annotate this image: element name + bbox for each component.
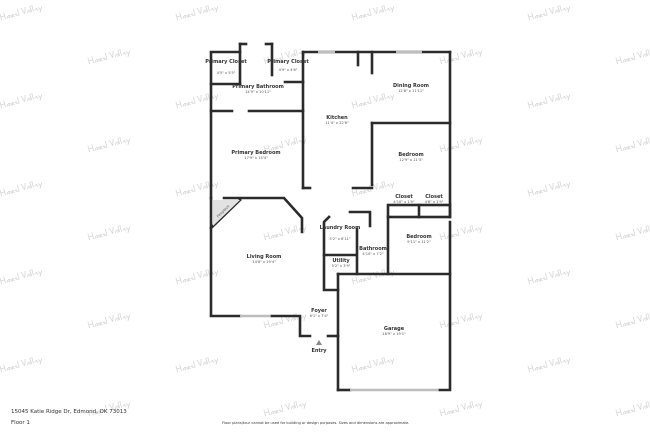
watermark-logo xyxy=(351,357,395,373)
room-name: Dining Room xyxy=(393,83,429,89)
watermark-logo xyxy=(527,181,571,197)
room-name: Primary Closet xyxy=(205,59,247,65)
room-name: Foyer xyxy=(311,308,327,314)
watermark-logo xyxy=(615,137,650,153)
room-dims: 9'11" x 11'2" xyxy=(407,240,431,244)
watermark-logo xyxy=(527,269,571,285)
room-dims: 4'10" x 1'9" xyxy=(393,200,414,204)
room-name: Primary Bedroom xyxy=(231,150,280,156)
watermark-logo xyxy=(351,5,395,21)
room-name: Kitchen xyxy=(326,115,348,121)
watermark-logo xyxy=(0,181,43,197)
watermark-logo xyxy=(175,269,219,285)
watermark-logo xyxy=(0,357,43,373)
room-labels: Primary Closet 4'5" x 5'5" Primary Close… xyxy=(205,59,444,354)
watermark-logo xyxy=(439,225,483,241)
room-name: Laundry Room xyxy=(320,225,361,231)
watermark-logo xyxy=(615,49,650,65)
room-dims: 4'5" x 5'5" xyxy=(217,71,236,75)
watermark-logo xyxy=(175,181,219,197)
room-name: Entry xyxy=(311,348,327,354)
room-name: Bedroom xyxy=(406,234,431,240)
room-dims: 12'9" x 11'3" xyxy=(399,158,423,162)
watermark-logo xyxy=(175,5,219,21)
room-dims: 18'9" x 19'1" xyxy=(382,332,406,336)
watermark-logo xyxy=(527,5,571,21)
room-dims: 6'1" x 7'4" xyxy=(310,314,329,318)
watermark-logo xyxy=(87,401,131,417)
watermark-logo xyxy=(0,5,43,21)
room-name: Garage xyxy=(384,326,405,332)
watermark-logo xyxy=(615,313,650,329)
room-name: Living Room xyxy=(247,254,282,260)
watermark-logo xyxy=(175,357,219,373)
room-dims: 5'2" x 3'9" xyxy=(332,264,351,268)
watermark-logo xyxy=(527,357,571,373)
room-name: Utility xyxy=(332,258,350,264)
room-name: Primary Closet xyxy=(267,59,309,65)
room-dims: 14'8" x 19'4" xyxy=(252,260,276,264)
room-name: Bathroom xyxy=(359,246,387,252)
address: 15045 Katie Ridge Dr, Edmond, OK 73013 xyxy=(11,409,127,415)
watermark-logo xyxy=(439,137,483,153)
watermark-logo xyxy=(0,269,43,285)
fireplace-area xyxy=(213,200,240,226)
entry-arrow-icon xyxy=(316,340,322,345)
watermark-logo xyxy=(0,93,43,109)
watermark-logo xyxy=(87,137,131,153)
room-dims: 12'8" x 11'11" xyxy=(398,89,424,93)
watermark-logo xyxy=(87,49,131,65)
watermark-logo xyxy=(615,401,650,417)
watermark-logo xyxy=(439,313,483,329)
watermark-logo xyxy=(263,401,307,417)
watermark-logo xyxy=(175,93,219,109)
room-name: Bedroom xyxy=(398,152,423,158)
room-dims: 17'9" x 15'4" xyxy=(244,156,268,160)
walls xyxy=(209,42,452,392)
watermark-logo xyxy=(439,49,483,65)
watermark-logo xyxy=(263,225,307,241)
room-dims: 14'9" x 10'11" xyxy=(245,90,271,94)
watermark-logo xyxy=(439,401,483,417)
room-name: Closet xyxy=(425,194,443,200)
room-name: Primary Bathroom xyxy=(232,84,284,90)
watermark-logo xyxy=(87,313,131,329)
room-name: Closet xyxy=(395,194,413,200)
room-dims: 4'8" x 1'9" xyxy=(425,200,444,204)
watermark-logo xyxy=(527,93,571,109)
floor-label: Floor 1 xyxy=(11,420,30,426)
watermark-logo xyxy=(615,225,650,241)
room-dims: 4'9" x 4'6" xyxy=(279,68,298,72)
watermark-logo xyxy=(351,93,395,109)
watermark-logo xyxy=(87,225,131,241)
watermarks xyxy=(0,5,650,417)
disclaimer: Floor plans/tour cannot be used for buil… xyxy=(222,421,410,425)
room-dims: 11'4" x 22'6" xyxy=(325,121,349,125)
room-dims: 5'2" x 6'11" xyxy=(329,237,350,241)
room-dims: 4'10" x 7'2" xyxy=(362,252,383,256)
